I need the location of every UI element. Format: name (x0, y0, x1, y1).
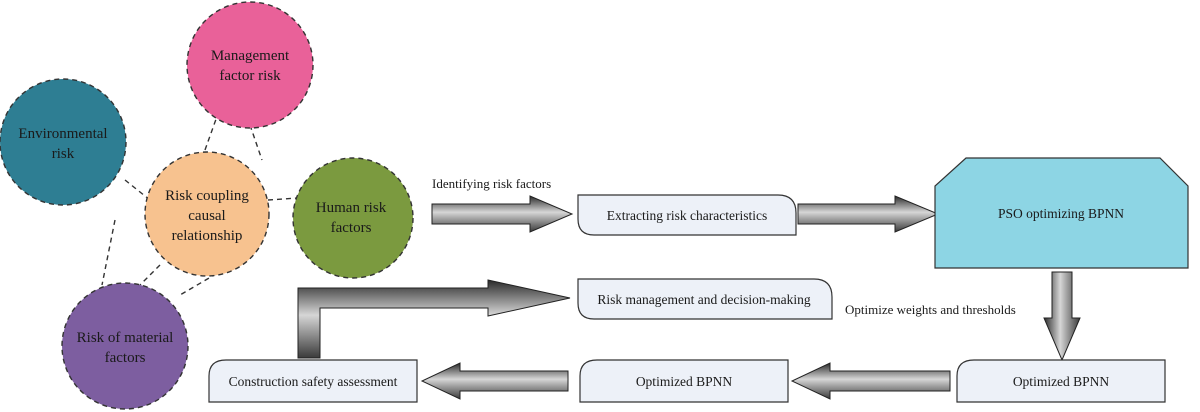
optimized-bpnn-middle-box: Optimized BPNN (579, 359, 789, 403)
arrow-optimized-to-optimized (790, 362, 951, 400)
construction-safety-assessment-box: Construction safety assessment (208, 359, 418, 403)
human-risk-label-line1: Human risk (316, 200, 387, 216)
optimized-bpnn-right-box: Optimized BPNN (956, 359, 1166, 403)
risk-management-decision-box: Risk management and decision-making (577, 278, 833, 320)
risk-coupling-label-line3: relationship (172, 228, 243, 244)
material-risk-label-line1: Risk of material (77, 330, 174, 346)
human-risk-factors-circle: Human risk factors (292, 157, 414, 279)
environmental-risk-label-line2: risk (52, 146, 75, 162)
connector-management-human (249, 124, 263, 161)
extracting-risk-characteristics-box: Extracting risk characteristics (577, 194, 797, 236)
construction-safety-assessment-text: Construction safety assessment (229, 374, 398, 389)
management-factor-risk-circle: Management factor risk (186, 1, 314, 129)
material-risk-label-line2: factors (105, 350, 146, 366)
pso-optimizing-bpnn-text: PSO optimizing BPNN (998, 206, 1124, 221)
arrow-extracting-to-pso (797, 195, 940, 233)
identifying-risk-factors-label: Identifying risk factors (432, 176, 551, 191)
risk-management-decision-text: Risk management and decision-making (597, 292, 811, 307)
environmental-risk-circle: Environmental risk (0, 78, 127, 206)
connector-environmental-material (101, 219, 116, 286)
management-risk-label-line1: Management (211, 48, 290, 64)
optimize-weights-label: Optimize weights and thresholds (845, 302, 1016, 317)
optimized-bpnn-right-text: Optimized BPNN (1013, 374, 1110, 389)
connector-coupling-material (139, 264, 161, 286)
pso-optimizing-bpnn-box: PSO optimizing BPNN (934, 157, 1189, 269)
environmental-risk-label-line1: Environmental (18, 126, 107, 142)
arrow-pso-to-optimized (1043, 271, 1081, 362)
arrow-optimized-to-construction (420, 362, 569, 400)
human-risk-label-line2: factors (331, 220, 372, 236)
material-factors-circle: Risk of material factors (61, 282, 189, 410)
connector-coupling-environmental (124, 179, 151, 201)
risk-coupling-label-line2: causal (188, 208, 225, 224)
connector-coupling-human (267, 197, 299, 201)
extracting-risk-characteristics-text: Extracting risk characteristics (607, 208, 767, 223)
arrow-construction-to-risk-management (297, 279, 571, 359)
risk-coupling-circle: Risk coupling causal relationship (144, 151, 270, 277)
risk-coupling-label-line1: Risk coupling (165, 188, 249, 204)
optimized-bpnn-middle-text: Optimized BPNN (636, 374, 733, 389)
management-risk-label-line2: factor risk (219, 68, 281, 84)
arrow-human-to-extracting (431, 195, 574, 233)
